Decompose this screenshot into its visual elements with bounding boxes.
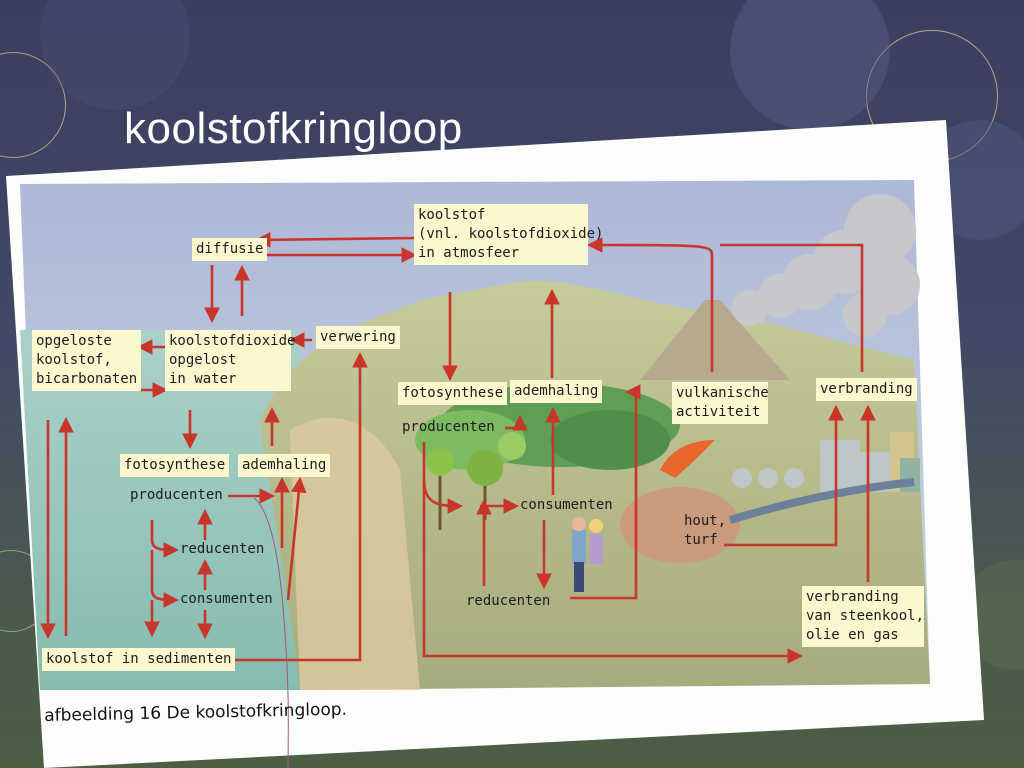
label-consumers-land: consumenten xyxy=(520,497,613,513)
scan-crease xyxy=(253,497,289,768)
label-decomposers-water: reducenten xyxy=(180,541,265,557)
cliff-face xyxy=(290,417,420,690)
label-weathering: verwering xyxy=(316,326,400,349)
label-combustion: verbranding xyxy=(816,378,917,401)
label-volcanic-activity: vulkanische activiteit xyxy=(672,382,769,424)
label-consumers-water: consumenten xyxy=(180,591,273,607)
label-atmosphere: koolstof (vnl. koolstofdioxide) in atmos… xyxy=(414,204,603,265)
label-fossil-combustion: verbranding van steenkool, olie en gas xyxy=(802,586,924,647)
decorative-bubble xyxy=(730,0,890,130)
label-wood-peat: hout, turf xyxy=(684,513,727,548)
volcano xyxy=(640,300,790,380)
flow-arrows xyxy=(40,232,876,664)
road xyxy=(728,478,915,524)
label-respiration-land: ademhaling xyxy=(510,380,603,403)
label-diffusion: diffusie xyxy=(192,238,268,261)
label-respiration-water: ademhaling xyxy=(238,454,331,477)
label-producers-water: producenten xyxy=(130,487,223,503)
label-photosynthesis-water: fotosynthese xyxy=(120,454,230,477)
sea-area xyxy=(20,330,300,690)
peat-pile xyxy=(620,487,740,563)
label-photosynthesis-land: fotosynthese xyxy=(398,382,508,405)
label-co2-in-water: koolstofdioxide opgelost in water xyxy=(165,330,295,391)
people xyxy=(572,517,603,592)
fire xyxy=(660,440,715,478)
label-dissolved-carbon: opgeloste koolstof, bicarbonaten xyxy=(32,330,142,391)
label-decomposers-land: reducenten xyxy=(466,593,551,609)
slide-title: koolstofkringloop xyxy=(124,104,463,153)
label-carbon-in-sediments: koolstof in sedimenten xyxy=(42,648,236,671)
label-producers-land: producenten xyxy=(402,419,495,435)
